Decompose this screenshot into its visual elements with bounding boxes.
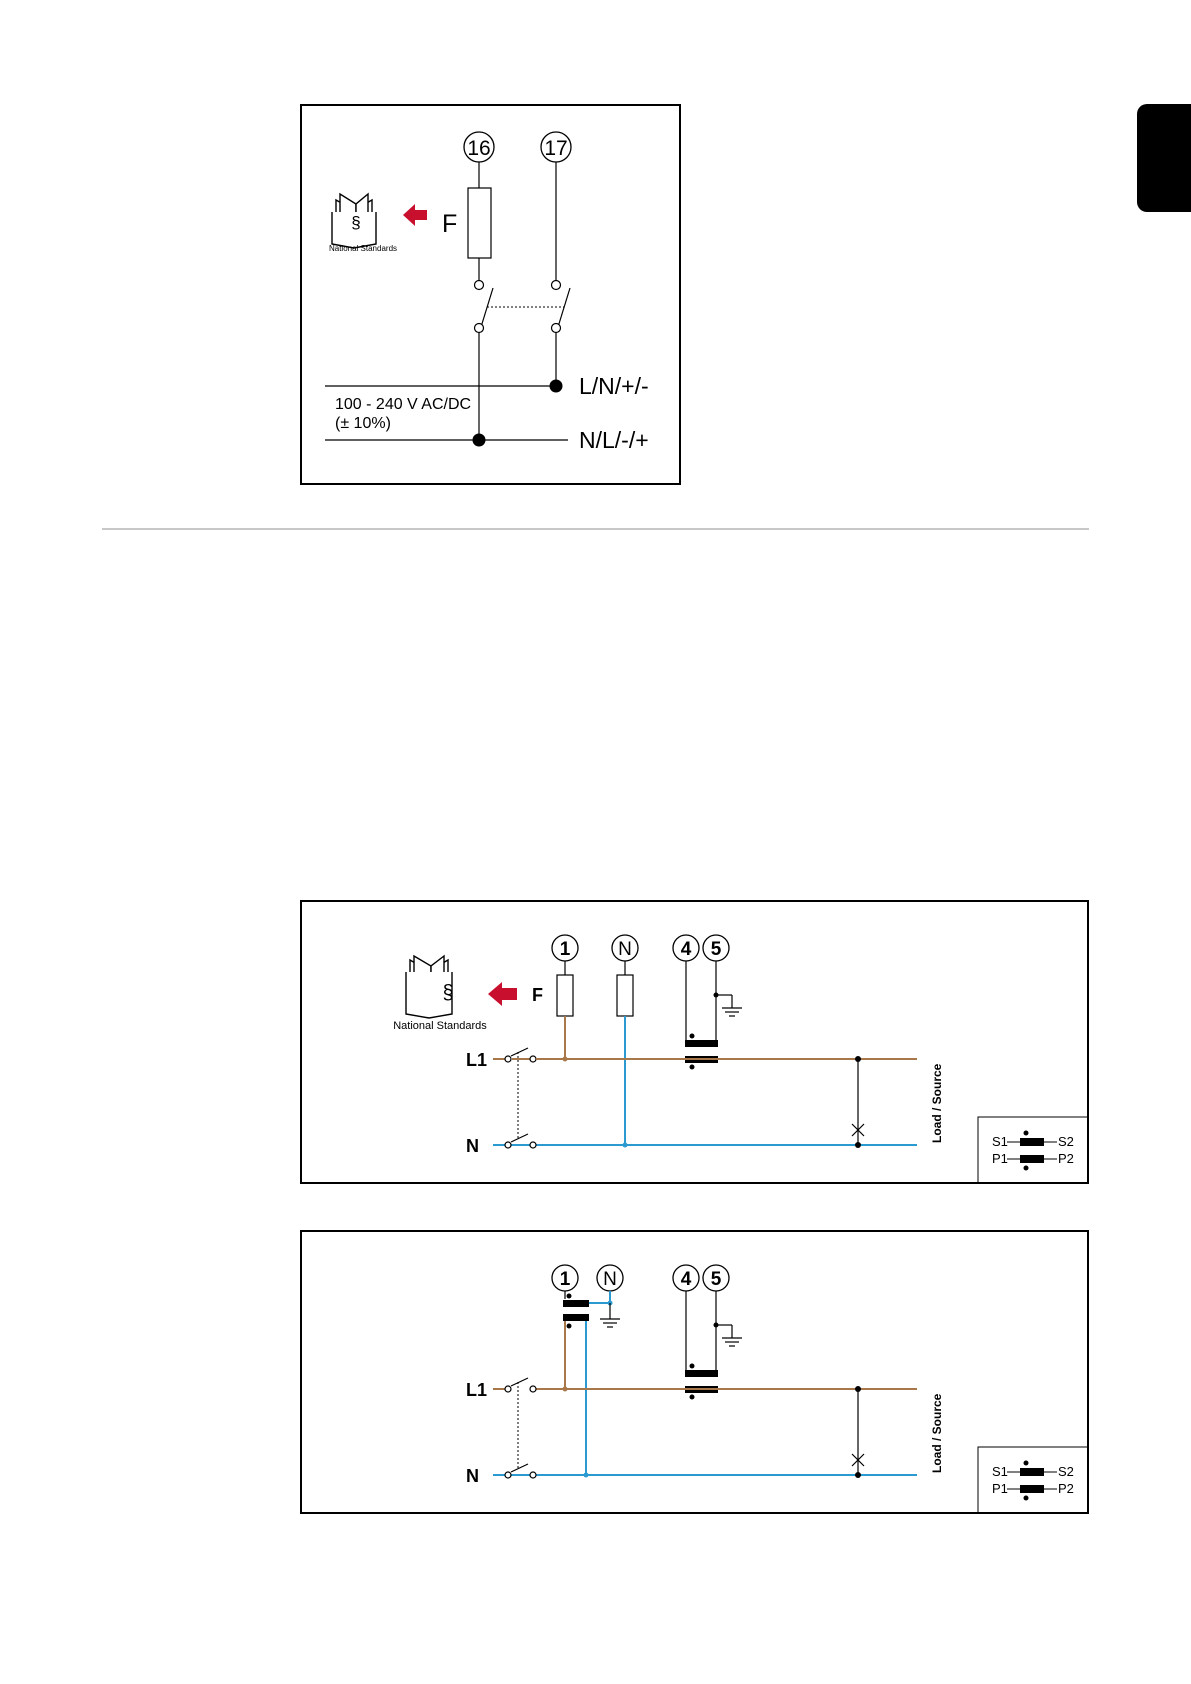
svg-text:16: 16 xyxy=(467,137,490,160)
arrow-icon xyxy=(403,204,427,226)
section-divider xyxy=(102,528,1089,530)
arrow-icon xyxy=(488,982,517,1006)
ground-icon xyxy=(600,1303,620,1327)
polarity-legend: S1 S2 P1 P2 xyxy=(978,1117,1088,1183)
ground-icon xyxy=(722,1325,742,1346)
svg-text:S2: S2 xyxy=(1058,1134,1074,1149)
svg-text:S2: S2 xyxy=(1058,1464,1074,1479)
svg-text:4: 4 xyxy=(681,939,692,960)
chapter-tab xyxy=(1137,104,1191,212)
line-label-n: N xyxy=(466,1136,479,1156)
fuse xyxy=(468,188,491,258)
svg-text:17: 17 xyxy=(544,137,567,160)
book-caption: National Standards xyxy=(329,244,397,253)
supply-wiring-diagram: 16 17 L/N/+/- N/L/-/+ 100 - 240 V AC/DC … xyxy=(300,104,682,486)
svg-text:P2: P2 xyxy=(1058,1481,1074,1496)
line-label-l1: L1 xyxy=(466,1380,487,1400)
svg-text:N: N xyxy=(618,939,632,960)
fuse-l1 xyxy=(557,975,573,1016)
svg-text:5: 5 xyxy=(711,939,722,960)
svg-text:P2: P2 xyxy=(1058,1151,1074,1166)
wiring-diagram-fused: S1 S2 P1 P2 § National Standards F 1 N 4… xyxy=(300,900,1090,1184)
fuse-n xyxy=(617,975,633,1016)
terminal-17: 17 xyxy=(541,132,571,162)
circuit-breaker xyxy=(505,1378,536,1478)
line-label-lower: N/L/-/+ xyxy=(579,427,649,453)
svg-text:1: 1 xyxy=(560,939,571,960)
section-icon: § xyxy=(442,982,453,1004)
polarity-legend: S1 S2 P1 P2 xyxy=(978,1447,1088,1513)
load-source-label: Load / Source xyxy=(930,1393,944,1473)
section-icon: § xyxy=(351,213,360,232)
ground-icon xyxy=(722,995,742,1016)
tolerance-label: (± 10%) xyxy=(335,415,391,432)
terminal-16: 16 xyxy=(464,132,494,162)
line-label-l1: L1 xyxy=(466,1050,487,1070)
svg-text:S1: S1 xyxy=(992,1134,1008,1149)
svg-text:5: 5 xyxy=(711,1269,722,1290)
book-caption: National Standards xyxy=(393,1020,487,1032)
svg-text:P1: P1 xyxy=(992,1151,1008,1166)
svg-text:4: 4 xyxy=(681,1269,692,1290)
load-source-label: Load / Source xyxy=(930,1063,944,1143)
line-label-n: N xyxy=(466,1466,479,1486)
fuse-label: F xyxy=(442,210,457,238)
line-label-upper: L/N/+/- xyxy=(579,373,649,399)
svg-text:N: N xyxy=(603,1269,617,1290)
current-transformer xyxy=(685,1034,718,1070)
svg-text:S1: S1 xyxy=(992,1464,1008,1479)
circuit-breaker xyxy=(505,1048,536,1148)
current-transformer xyxy=(685,1364,718,1400)
voltage-label: 100 - 240 V AC/DC xyxy=(335,396,471,413)
wiring-diagram-transformer: S1 S2 P1 P2 1 N 4 5 xyxy=(300,1230,1090,1514)
svg-text:1: 1 xyxy=(560,1269,571,1290)
fuse-label: F xyxy=(532,985,543,1005)
svg-text:P1: P1 xyxy=(992,1481,1008,1496)
